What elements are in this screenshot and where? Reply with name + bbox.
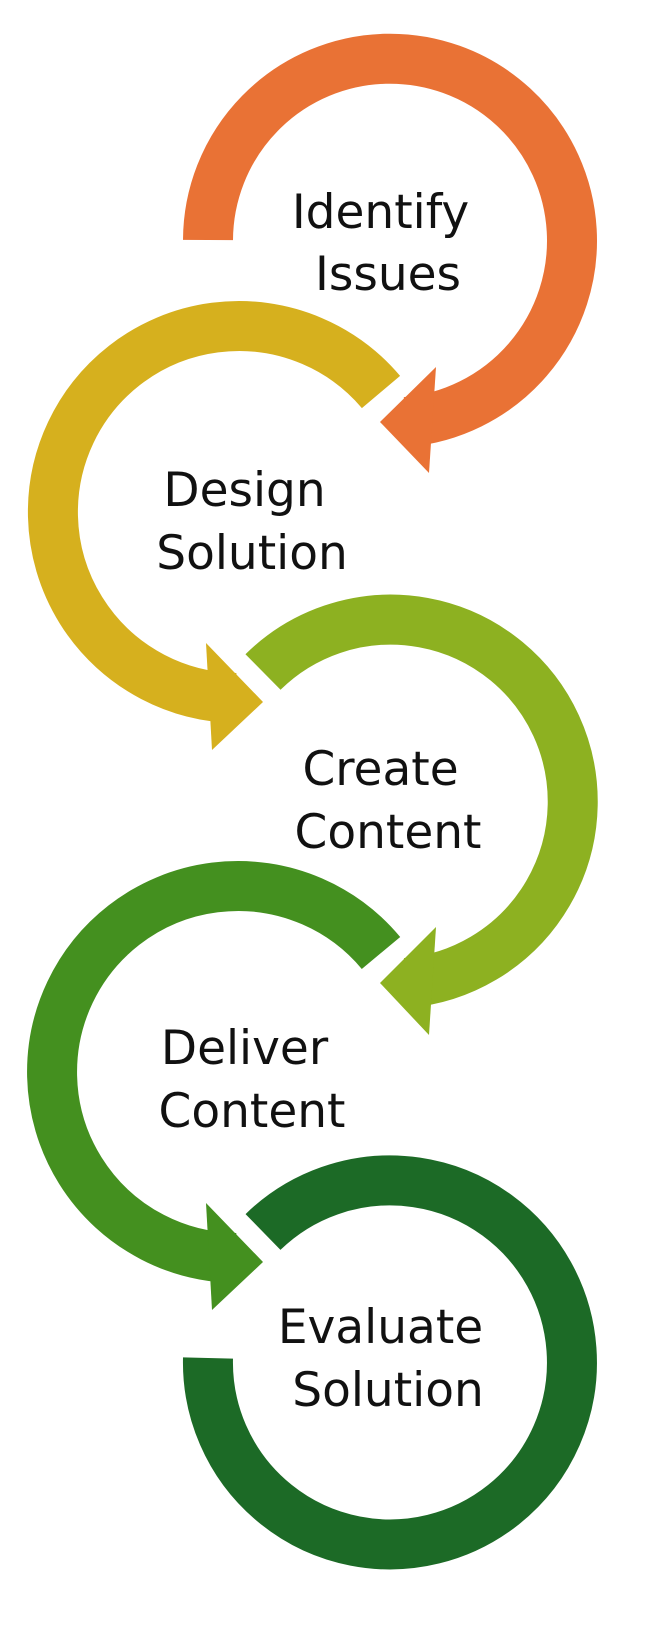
step-5-label-line1: Evaluate [278,1300,483,1355]
step-3-arc [245,594,598,1008]
step-5-arc [182,1155,597,1570]
svg-text:Create Content: Create Content [295,742,482,860]
step-3-label-line2: Content [295,805,482,860]
step-4-label-line1: Deliver [161,1021,329,1076]
step-design-solution: Design Solution [27,301,401,750]
svg-text:Design Solution: Design Solution [156,463,347,581]
step-3-arrowhead-icon [380,927,436,1035]
svg-text:Deliver Content: Deliver Content [159,1021,346,1139]
step-4-arrowhead-icon [206,1203,263,1310]
step-identify-issues: Identify Issues [183,33,597,473]
step-evaluate-solution: Evaluate Solution [182,1155,597,1570]
step-1-label-line1: Identify [292,185,469,240]
step-2-label-line2: Solution [156,526,347,581]
step-4-label-line2: Content [159,1084,346,1139]
step-2-arc [27,301,401,723]
step-1-label-line2: Issues [315,247,461,302]
step-create-content: Create Content [245,594,598,1035]
step-2-arrowhead-icon [206,643,263,750]
svg-text:Evaluate Solution: Evaluate Solution [278,1300,498,1418]
step-deliver-content: Deliver Content [27,861,401,1310]
step-1-arrowhead-icon [380,367,436,473]
step-2-label-line1: Design [163,463,325,518]
step-4-arc [27,861,401,1283]
step-1-arc [183,33,597,447]
step-5-label-line2: Solution [292,1363,483,1418]
step-3-label-line1: Create [302,742,458,797]
svg-text:Identify Issues: Identify Issues [292,185,484,302]
